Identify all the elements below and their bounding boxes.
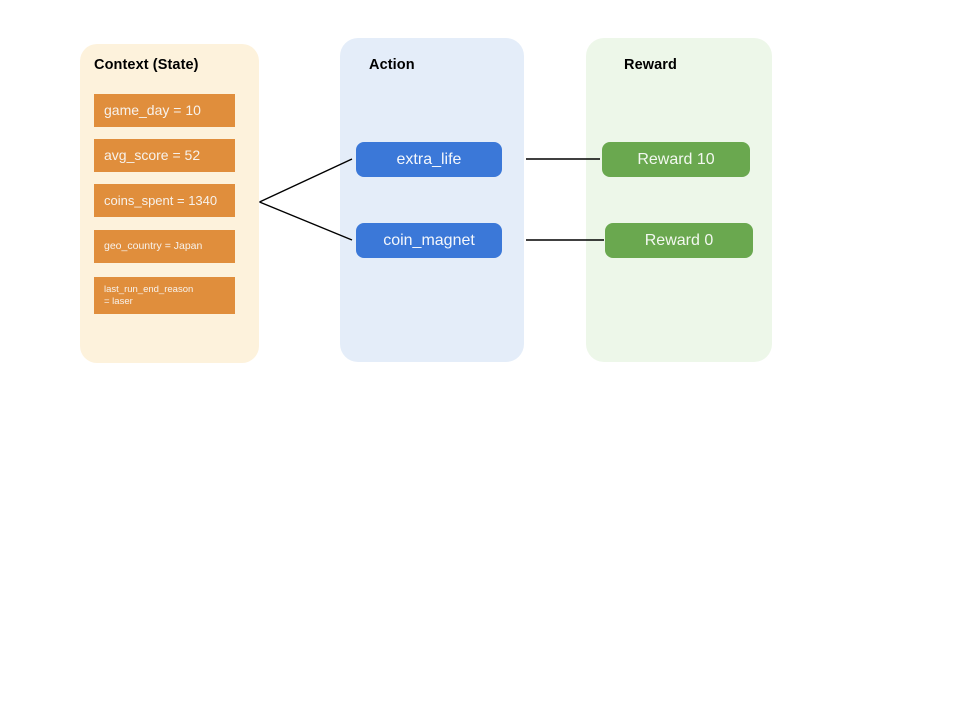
context-item-coins-spent[interactable]: coins_spent = 1340: [94, 184, 235, 217]
edge-context-to-extra-life: [259, 158, 353, 203]
context-item-label: geo_country = Japan: [104, 240, 203, 253]
context-item-last-run-end-reason[interactable]: last_run_end_reason = laser: [94, 277, 235, 314]
context-item-avg-score[interactable]: avg_score = 52: [94, 139, 235, 172]
action-item-label: extra_life: [396, 150, 462, 168]
action-item-label: coin_magnet: [383, 231, 475, 249]
context-item-label-multiline: last_run_end_reason = laser: [104, 284, 193, 306]
edge-context-to-coin-magnet: [259, 201, 353, 241]
reward-item-reward-0[interactable]: Reward 0: [605, 223, 753, 258]
context-item-label: coins_spent = 1340: [104, 192, 218, 208]
reward-item-label: Reward 0: [644, 231, 714, 249]
context-item-label-line2: = laser: [104, 295, 133, 307]
context-panel-title: Context (State): [94, 57, 199, 73]
action-item-extra-life[interactable]: extra_life: [356, 142, 502, 177]
reward-panel: [586, 38, 772, 362]
context-item-game-day[interactable]: game_day = 10: [94, 94, 235, 127]
context-item-geo-country[interactable]: geo_country = Japan: [94, 230, 235, 263]
action-item-coin-magnet[interactable]: coin_magnet: [356, 223, 502, 258]
reward-panel-title: Reward: [624, 57, 677, 73]
reward-item-reward-10[interactable]: Reward 10: [602, 142, 750, 177]
reward-item-label: Reward 10: [637, 150, 715, 168]
action-panel-title: Action: [369, 57, 415, 73]
context-item-label: game_day = 10: [104, 102, 201, 119]
action-panel: [340, 38, 524, 362]
context-item-label: avg_score = 52: [104, 147, 201, 164]
context-item-label-line1: last_run_end_reason: [104, 284, 194, 296]
